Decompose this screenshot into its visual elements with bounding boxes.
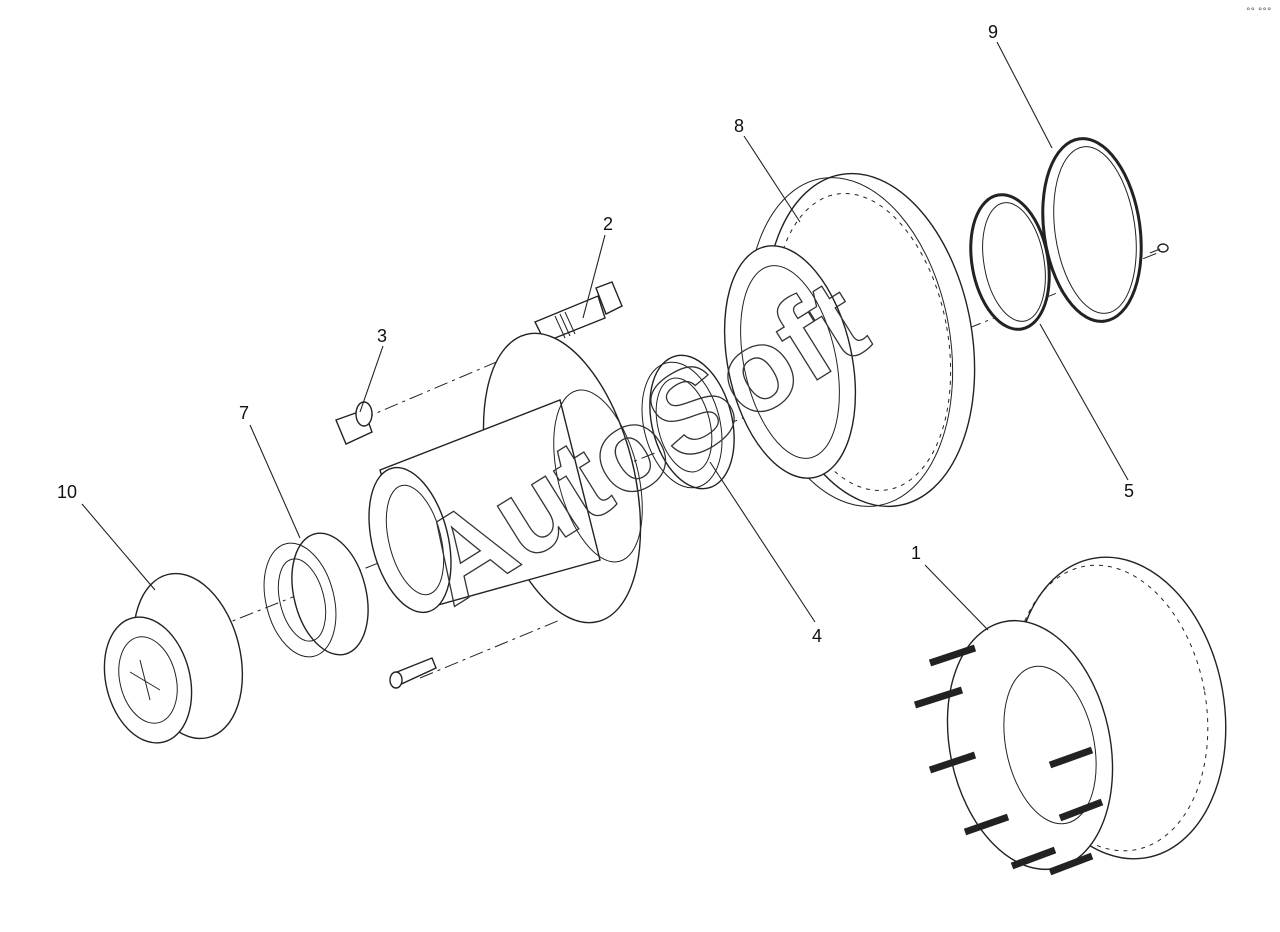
leader-5 — [1039, 323, 1129, 481]
callout-9: 9 — [988, 22, 998, 42]
callout-8: 8 — [734, 116, 744, 136]
hub-body — [368, 332, 643, 624]
lower-bolt-axis — [419, 619, 561, 679]
callout-10: 10 — [57, 482, 77, 502]
part-9-tone-ring — [1041, 137, 1143, 323]
assembly-axis — [214, 249, 1166, 629]
part-8-brake-disc — [723, 172, 976, 508]
part-1-hub-assembly — [913, 556, 1227, 876]
part-5-seal — [969, 193, 1051, 331]
callout-2: 2 — [603, 214, 613, 234]
leader-7 — [249, 424, 301, 539]
part-10-hub-cap — [103, 572, 244, 744]
leader-1 — [924, 564, 989, 631]
callout-7: 7 — [239, 403, 249, 423]
wheel-studs — [913, 644, 1104, 876]
lower-bolt — [389, 657, 437, 689]
leader-4 — [709, 461, 816, 623]
leader-2 — [582, 234, 606, 319]
corner-mark: °° °°° — [1246, 7, 1271, 17]
callout-3: 3 — [377, 326, 387, 346]
part-3-nut — [335, 401, 373, 445]
callout-1: 1 — [911, 543, 921, 563]
leader-9 — [996, 41, 1053, 149]
callout-5: 5 — [1124, 481, 1134, 501]
leader-3 — [359, 345, 384, 413]
screw-part — [1149, 243, 1169, 254]
part-7-bearing — [263, 532, 369, 658]
leader-10 — [81, 503, 156, 591]
callout-4: 4 — [812, 626, 822, 646]
part-2-wheel-stud — [534, 281, 623, 343]
part-4-bearing — [641, 354, 735, 490]
leader-8 — [743, 135, 801, 223]
